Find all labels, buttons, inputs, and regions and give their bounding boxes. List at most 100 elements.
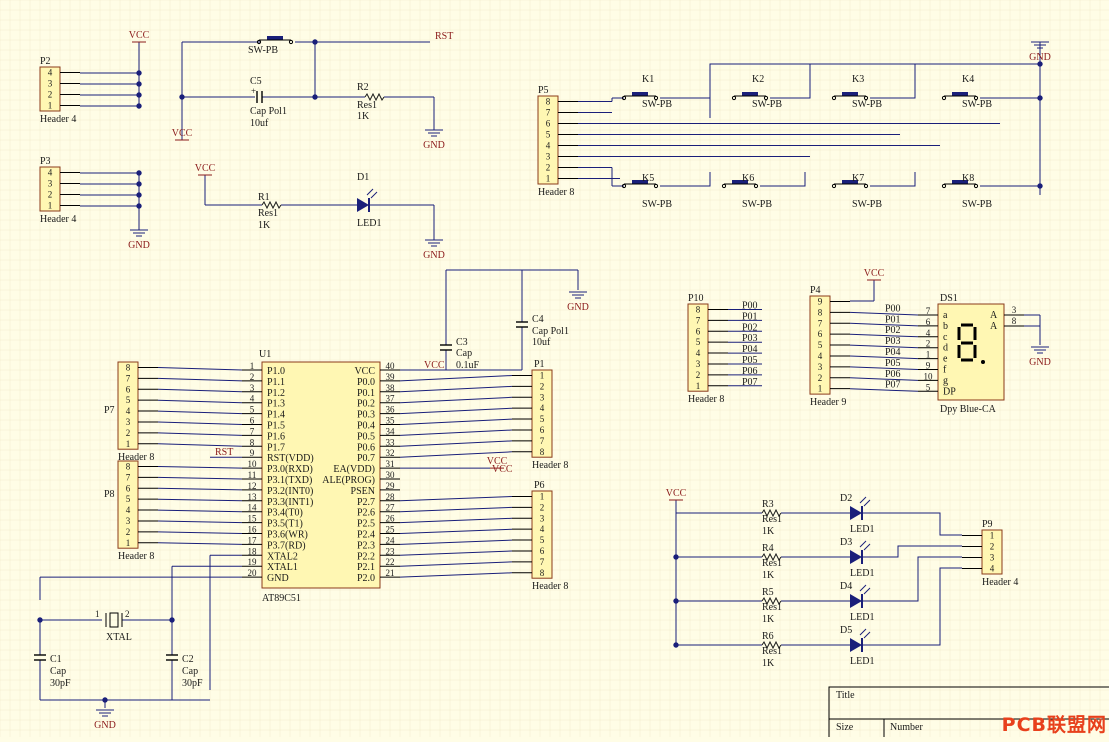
key-designator-1: K1: [642, 74, 654, 85]
p3-header-body[interactable]: [39, 166, 61, 212]
p7-header-body[interactable]: [117, 361, 139, 450]
key-switch-7[interactable]: [842, 180, 858, 184]
led-comment: LED1: [850, 656, 874, 667]
ds1-anode-label-a: A: [990, 310, 998, 321]
pin-number: 6: [818, 329, 823, 339]
p9-header-body[interactable]: [981, 529, 1003, 575]
p4-net-label: P00: [885, 303, 901, 314]
key-switch-3[interactable]: [842, 92, 858, 96]
key-comment-5: SW-PB: [642, 199, 672, 210]
pin-number: 6: [546, 119, 551, 129]
wire: [157, 367, 243, 371]
ds1-display-body[interactable]: [937, 303, 1005, 401]
mcu-pin-name: P2.5: [357, 519, 375, 530]
resistor-r3[interactable]: [761, 508, 782, 518]
p5-header-body[interactable]: [537, 95, 559, 185]
key-comment-8: SW-PB: [962, 199, 992, 210]
wire: [399, 451, 513, 458]
p1-designator: P1: [534, 359, 545, 370]
p8-designator: P8: [104, 489, 115, 500]
switch-contact: [941, 95, 947, 101]
mcu-pin-number: 40: [386, 361, 396, 371]
wire: [399, 396, 513, 404]
led-d5[interactable]: [850, 638, 862, 652]
r1-resistor[interactable]: [261, 200, 282, 210]
c1-value: 30pF: [50, 678, 71, 689]
d1-designator: D1: [357, 172, 369, 183]
r2-resistor[interactable]: [364, 92, 385, 102]
pin-number: 4: [540, 403, 545, 413]
key-designator-2: K2: [752, 74, 764, 85]
key-switch-5[interactable]: [632, 180, 648, 184]
key-switch-2[interactable]: [742, 92, 758, 96]
p4-net-label: P03: [885, 336, 901, 347]
switch-contact: [941, 183, 947, 189]
vcc-p2: VCC: [129, 30, 150, 41]
resistor-r4[interactable]: [761, 552, 782, 562]
led-d3[interactable]: [850, 550, 862, 564]
reset-switch[interactable]: [267, 36, 283, 40]
p8-header-body[interactable]: [117, 460, 139, 549]
mcu-pin-number: 26: [386, 514, 396, 524]
pin-number: 3: [126, 417, 131, 427]
u1-mcu-body[interactable]: [261, 361, 381, 589]
led-ray: [366, 188, 374, 196]
gnd-symbol: [425, 239, 443, 247]
led-d2[interactable]: [850, 506, 862, 520]
components[interactable]: [34, 36, 1049, 717]
key-comment-4: SW-PB: [962, 99, 992, 110]
crystal-body[interactable]: [109, 612, 119, 628]
resistor-value: 1K: [762, 658, 775, 669]
mcu-pin-number: 5: [250, 405, 255, 415]
key-switch-4[interactable]: [952, 92, 968, 96]
p4-net-label: P02: [885, 325, 901, 336]
led-d4[interactable]: [850, 594, 862, 608]
c2-value: 30pF: [182, 678, 203, 689]
p10-header-body[interactable]: [687, 303, 709, 392]
mcu-pin-name: P0.7: [357, 453, 375, 464]
pin-number: 8: [540, 447, 545, 457]
p4-net-label: P04: [885, 347, 901, 358]
pin-number: 6: [126, 384, 131, 394]
c4-designator: C4: [532, 314, 544, 325]
p4-net-label: P01: [885, 314, 901, 325]
key-switch-6[interactable]: [732, 180, 748, 184]
pin-number: 6: [696, 326, 701, 336]
mcu-pin-name: P1.1: [267, 377, 285, 388]
key-switch-1[interactable]: [632, 92, 648, 96]
mcu-pin-name: P0.1: [357, 388, 375, 399]
mcu-pin-name: P1.7: [267, 442, 285, 453]
mcu-pin-name: P2.4: [357, 530, 375, 541]
junction-dot: [673, 598, 679, 604]
title-label: Title: [836, 690, 855, 701]
switch-contact: [731, 95, 737, 101]
resistor-comment: Res1: [762, 646, 782, 657]
mcu-pin-number: 27: [386, 503, 396, 513]
wire: [862, 512, 962, 536]
wire: [157, 410, 243, 415]
p4-header-comment: Header 9: [810, 397, 846, 408]
pin-number: 4: [126, 406, 131, 416]
resistor-r5[interactable]: [761, 596, 782, 606]
c4-comment: Cap Pol1: [532, 326, 569, 337]
c3-comment: Cap: [456, 348, 472, 359]
wire: [660, 63, 1040, 99]
key-comment-3: SW-PB: [852, 99, 882, 110]
ds1-pin-number: 5: [926, 382, 931, 392]
led-designator: D5: [840, 625, 852, 636]
resistor-r6[interactable]: [761, 640, 782, 650]
p6-header-body[interactable]: [531, 490, 553, 579]
p2-header-body[interactable]: [39, 66, 61, 112]
pin-number: 7: [696, 315, 701, 325]
pin-number: 5: [696, 337, 701, 347]
p10-net-label: P03: [742, 333, 758, 344]
pin-number: 1: [818, 384, 823, 394]
key-switch-8[interactable]: [952, 180, 968, 184]
pin-number: 3: [696, 359, 701, 369]
d1-led[interactable]: [357, 198, 369, 212]
p1-header-body[interactable]: [531, 369, 553, 458]
resistor-value: 1K: [762, 570, 775, 581]
p10-net-label: P04: [742, 344, 758, 355]
